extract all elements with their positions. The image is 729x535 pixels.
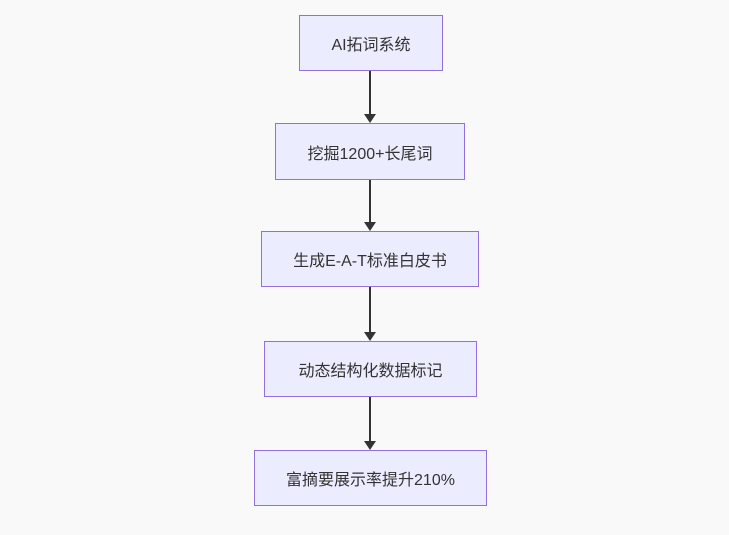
node-label: AI拓词系统 <box>331 37 411 54</box>
flow-node-mine-longtail-keywords: 挖掘1200+长尾词 <box>275 123 465 180</box>
flow-edge-4 <box>364 397 376 450</box>
node-label: 动态结构化数据标记 <box>298 363 443 380</box>
flow-node-dynamic-structured-data-markup: 动态结构化数据标记 <box>264 341 477 397</box>
flow-node-ai-word-expansion-system: AI拓词系统 <box>299 15 443 71</box>
flow-node-generate-eat-whitepaper: 生成E-A-T标准白皮书 <box>261 231 479 287</box>
arrow-head-icon <box>364 332 376 341</box>
flow-edge-1 <box>364 71 376 123</box>
arrow-head-icon <box>364 114 376 123</box>
node-label: 生成E-A-T标准白皮书 <box>293 253 447 270</box>
flow-edge-2 <box>364 180 376 231</box>
arrow-line <box>369 287 371 332</box>
arrow-line <box>369 180 371 222</box>
arrow-head-icon <box>364 441 376 450</box>
arrow-head-icon <box>364 222 376 231</box>
arrow-line <box>369 397 371 441</box>
flow-edge-3 <box>364 287 376 341</box>
flow-node-rich-snippet-rate-increase: 富摘要展示率提升210% <box>254 450 487 506</box>
arrow-line <box>369 71 371 114</box>
node-label: 挖掘1200+长尾词 <box>307 145 433 163</box>
node-label: 富摘要展示率提升210% <box>286 472 455 489</box>
